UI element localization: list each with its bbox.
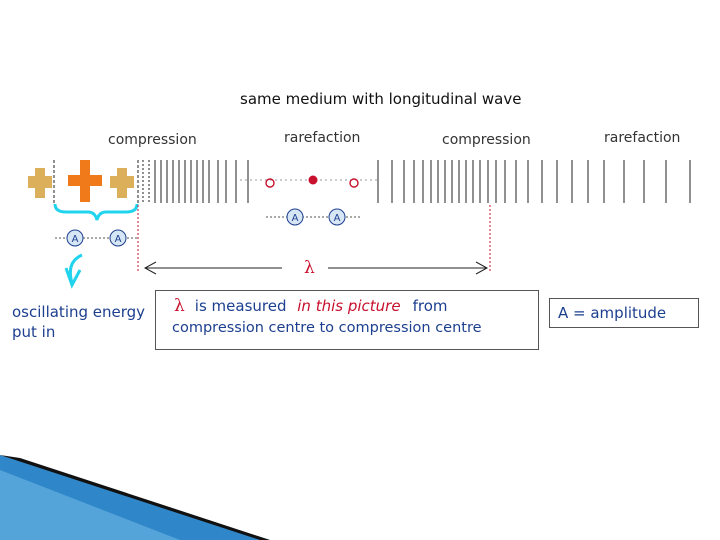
particles [240, 175, 380, 226]
label-rarefaction-2: rarefaction [604, 130, 681, 146]
diagram-title: same medium with longitudinal wave [240, 90, 522, 108]
label-rarefaction-1: rarefaction [284, 130, 361, 146]
amp-marker-2: A [115, 234, 122, 245]
measure-text-after: from [412, 297, 448, 315]
measure-box: λ is measured in this picture from compres… [155, 290, 539, 350]
amplitude-box: A = amplitude [549, 298, 699, 328]
amp-marker-4: A [334, 213, 341, 224]
lambda-symbol: λ [304, 258, 315, 278]
amplitude-text: A = amplitude [558, 304, 667, 322]
label-compression-2: compression [442, 132, 531, 148]
amp-marker-3: A [292, 213, 299, 224]
amp-marker-1: A [72, 234, 79, 245]
label-compression-1: compression [108, 132, 197, 148]
measure-lambda: λ [174, 296, 185, 316]
measure-line-2: compression centre to compression centre [172, 320, 482, 336]
measure-highlight: in this picture [297, 297, 401, 315]
oscillating-source [28, 160, 139, 205]
cyan-brace [53, 203, 139, 289]
corner-decoration [0, 455, 270, 540]
measure-text-before: is measured [194, 297, 287, 315]
wave-lines [142, 160, 691, 203]
measure-line-1: λ is measured in this picture from [174, 296, 448, 316]
lambda-arrow [143, 261, 489, 275]
source-label: oscillating energy put in [12, 303, 146, 341]
source-amplitude-markers [55, 229, 138, 247]
